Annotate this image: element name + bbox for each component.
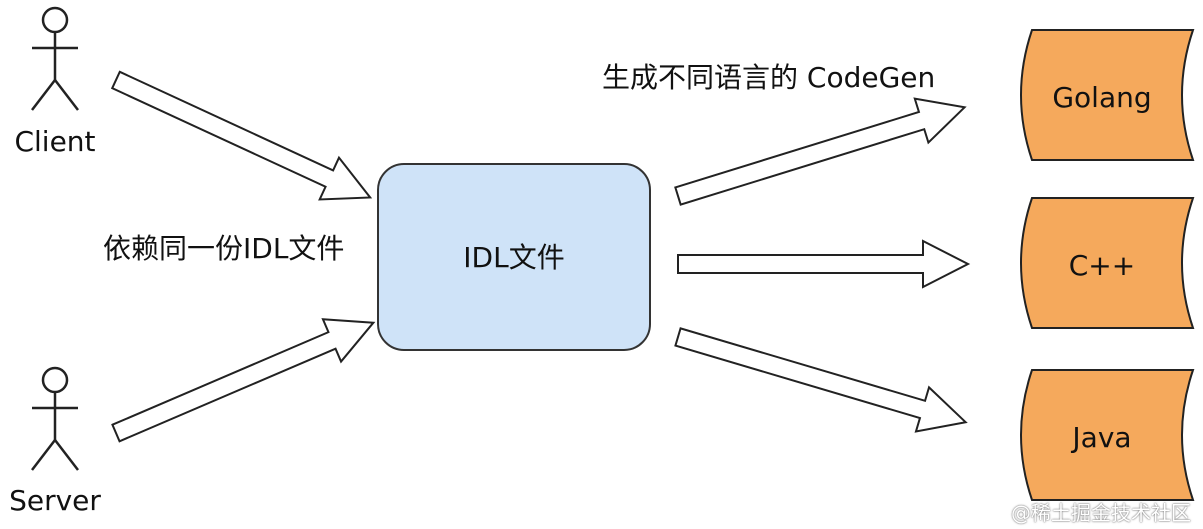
cpp-target-shape: [1020, 197, 1195, 329]
left-annotation: 依赖同一份IDL文件: [103, 232, 345, 265]
client-actor-icon: [31, 6, 79, 111]
idl-to-cpp-arrow: [677, 239, 971, 289]
idl-to-java-arrow: [674, 327, 968, 433]
golang-label: Golang: [1052, 81, 1152, 114]
right-annotation: 生成不同语言的 CodeGen: [602, 61, 936, 94]
watermark-text: @稀土掘金技术社区: [1011, 501, 1191, 525]
server-actor-icon: [31, 366, 79, 471]
cpp-label: C++: [1068, 249, 1136, 282]
client-label: Client: [14, 125, 96, 158]
java-target-shape: [1020, 369, 1195, 501]
golang-target-shape: [1020, 29, 1195, 161]
server-label: Server: [9, 484, 101, 517]
java-label: Java: [1072, 421, 1132, 454]
idl-file-label: IDL文件: [463, 241, 565, 274]
idl-to-golang-arrow: [674, 97, 967, 206]
idl-file-box: [377, 163, 651, 351]
server-to-idl-arrow: [111, 318, 376, 443]
client-to-idl-arrow: [110, 70, 373, 201]
